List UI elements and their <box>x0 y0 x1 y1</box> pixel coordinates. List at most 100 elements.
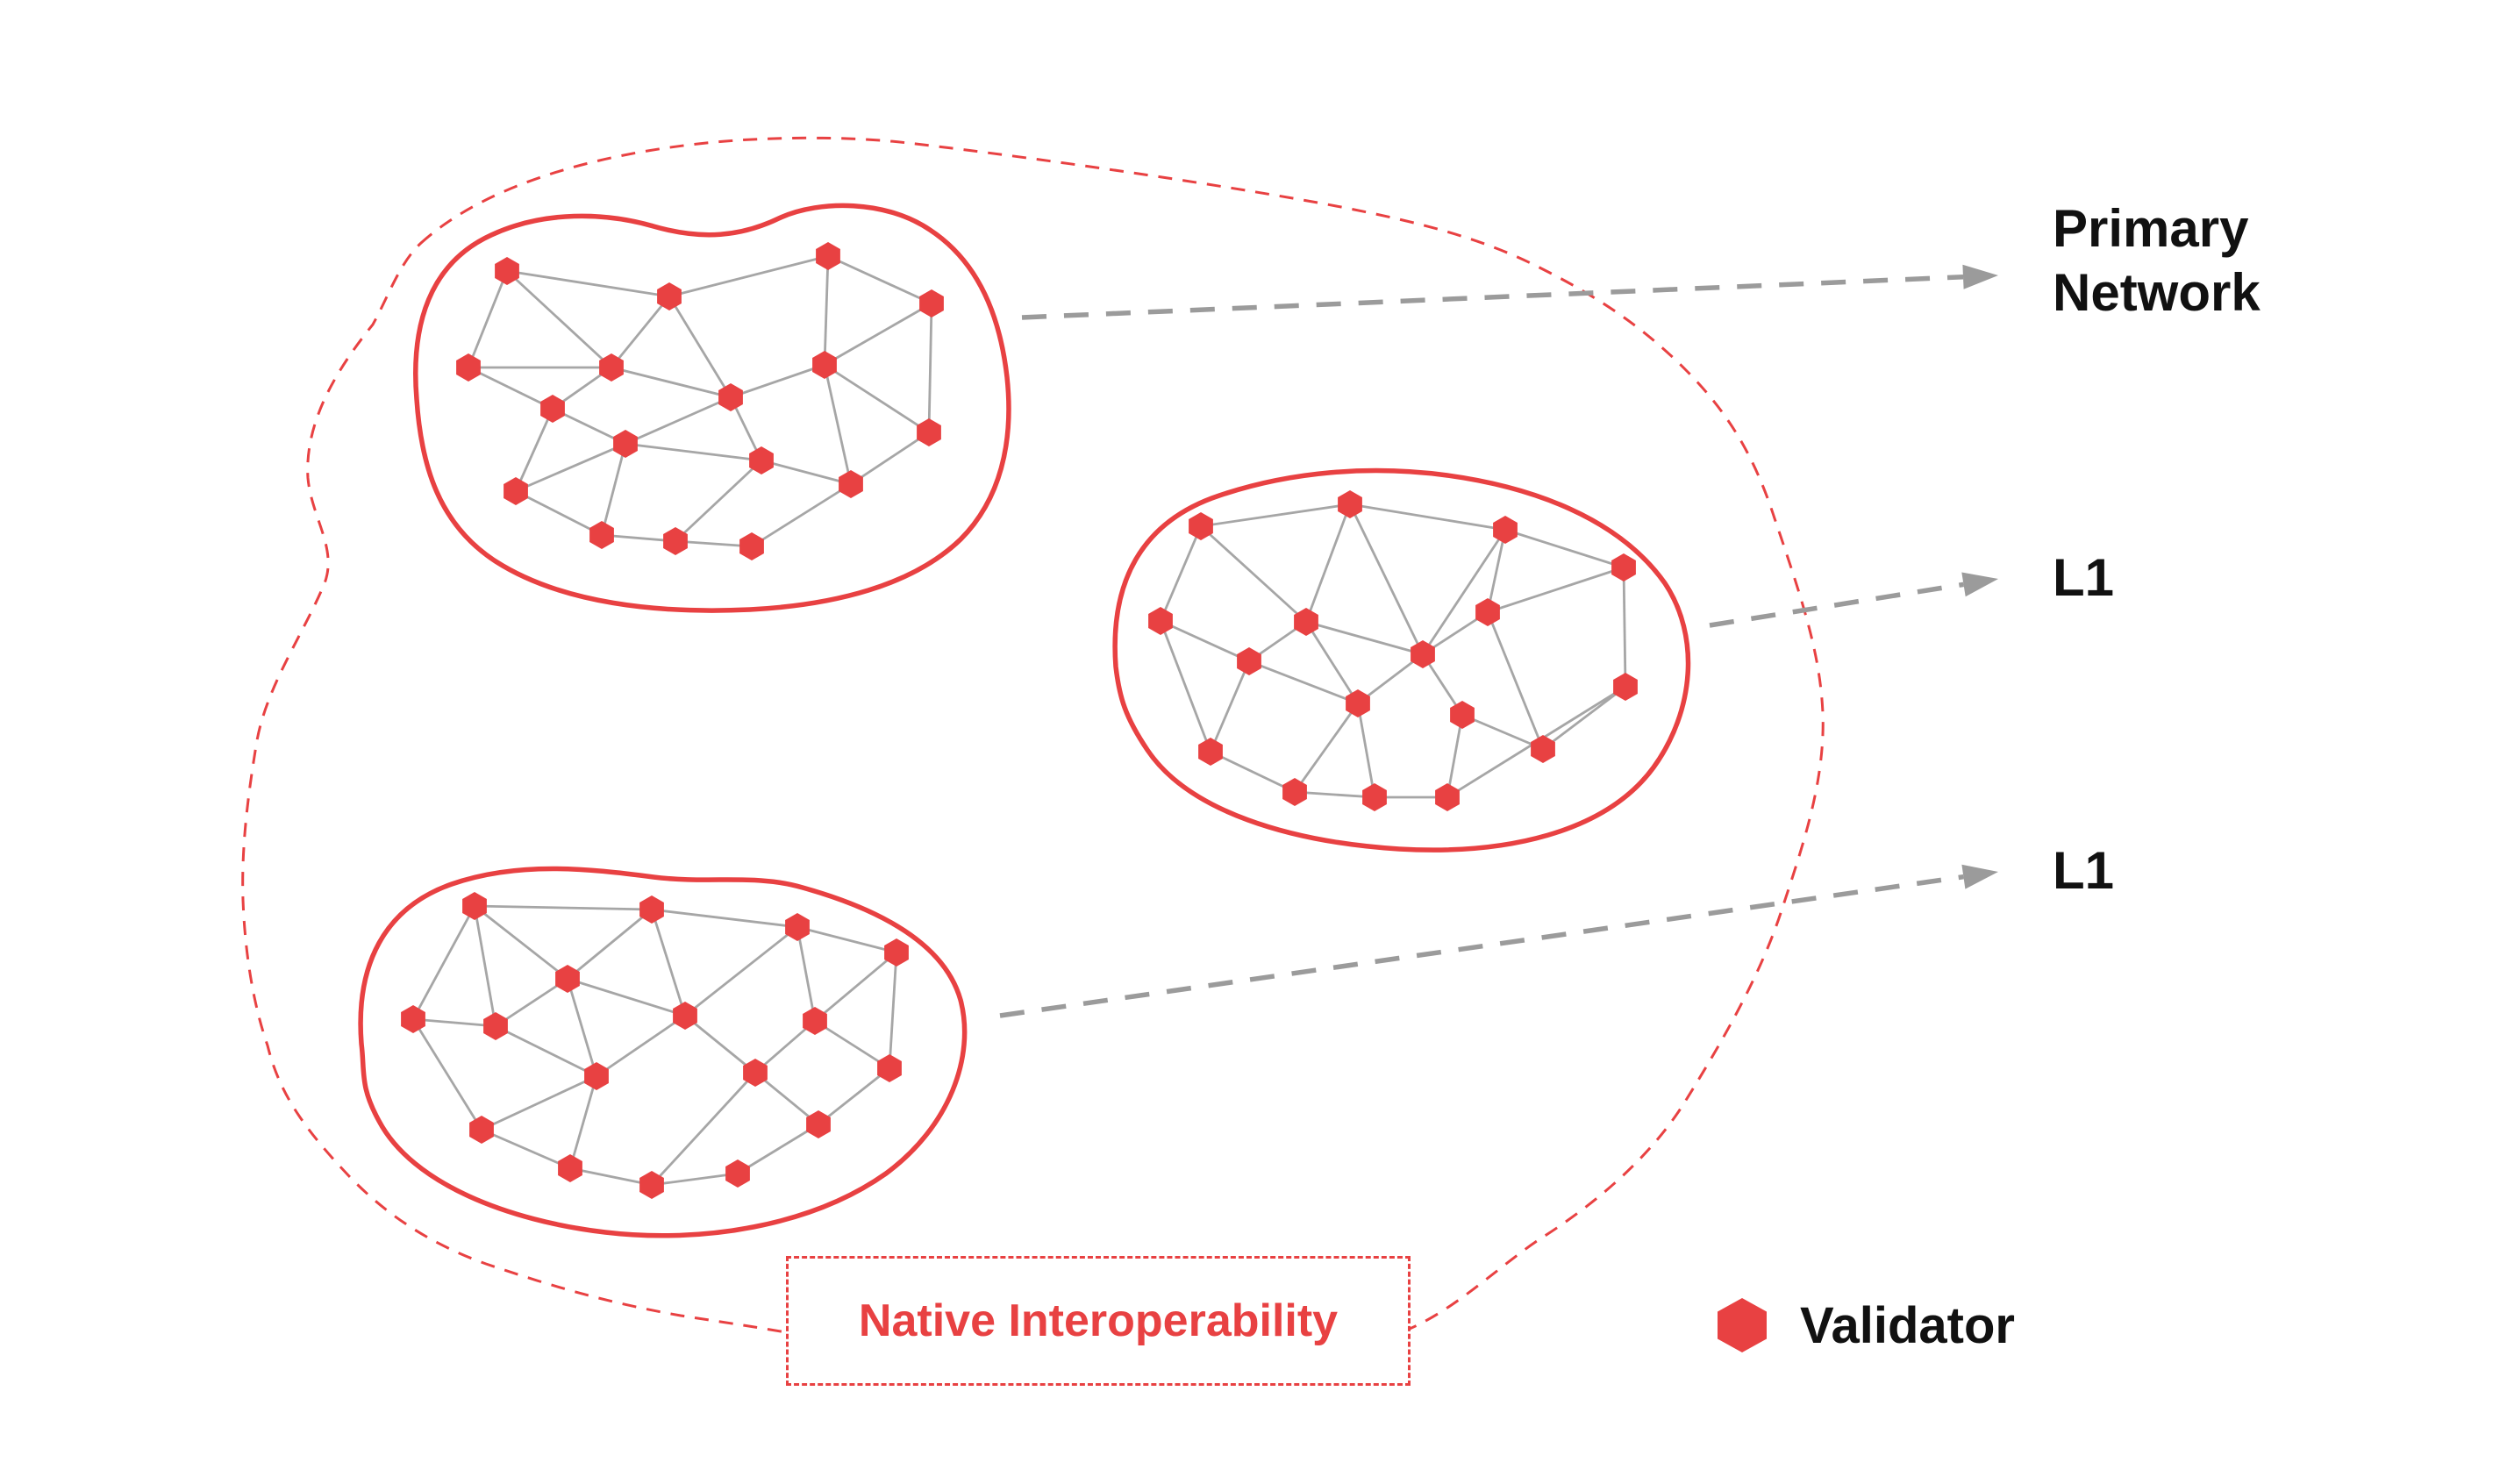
validator-node <box>558 1154 582 1182</box>
peer-link <box>850 431 930 486</box>
peer-link <box>474 904 653 911</box>
validator-node <box>725 1159 750 1188</box>
peer-link <box>761 459 852 486</box>
peer-link <box>1305 620 1424 656</box>
validator-hexagon-icon <box>1718 1298 1767 1352</box>
peer-link <box>1446 714 1464 798</box>
validator-node <box>1450 701 1475 729</box>
peer-link <box>495 1024 597 1078</box>
validator-node <box>884 938 909 967</box>
peer-link <box>601 533 676 543</box>
arrowhead-icon <box>1961 864 1998 889</box>
peer-link <box>412 1017 496 1028</box>
validator-node <box>599 353 624 382</box>
peer-link <box>730 363 825 399</box>
peer-link <box>1461 713 1544 751</box>
peer-link <box>468 366 554 410</box>
arrow-shaft <box>1709 581 1964 628</box>
validator-node <box>839 470 863 498</box>
validator-node <box>462 892 487 920</box>
peer-link <box>600 443 627 536</box>
validator-node <box>657 282 682 310</box>
validator-node <box>1435 783 1460 811</box>
peer-link <box>814 1019 890 1070</box>
validator-node <box>589 521 614 549</box>
validator-legend: Validator <box>1718 1296 2015 1354</box>
peer-link <box>611 366 732 399</box>
validator-node <box>401 1005 425 1033</box>
peer-link <box>1356 703 1376 798</box>
subnet-outline <box>1112 467 1691 853</box>
peer-link <box>754 1019 816 1074</box>
l1-label-bottom: L1 <box>2053 841 2115 900</box>
peer-link <box>814 951 897 1023</box>
peer-link <box>1421 529 1507 655</box>
validator-node <box>749 446 774 474</box>
validator-node <box>639 895 664 924</box>
peer-link <box>684 925 798 1017</box>
peer-link <box>1486 529 1507 613</box>
peer-link <box>569 1167 653 1187</box>
arrow-shaft <box>1021 274 1964 320</box>
validator-node <box>816 242 840 270</box>
peer-link <box>1304 621 1360 704</box>
l1-cluster-bottom <box>358 866 968 1238</box>
peer-link <box>596 1014 686 1078</box>
validator-node <box>613 430 638 458</box>
peer-link <box>1210 750 1296 794</box>
outer-network-boundary <box>241 136 1825 1358</box>
peer-link <box>506 269 612 369</box>
peer-link <box>473 905 497 1027</box>
validator-node <box>917 418 941 446</box>
validator-node <box>504 477 528 505</box>
peer-link <box>818 1067 890 1126</box>
peer-link <box>515 442 626 493</box>
peer-link <box>751 482 852 548</box>
validator-node <box>1198 738 1223 766</box>
validator-node <box>456 353 481 382</box>
primary-network-cluster <box>413 203 1011 613</box>
peer-link <box>737 1123 819 1175</box>
peer-link <box>927 303 933 433</box>
peer-link <box>668 296 732 398</box>
peer-link <box>651 908 798 929</box>
validator-node <box>1362 783 1387 811</box>
validator-node <box>877 1054 902 1082</box>
peer-link <box>1487 566 1625 614</box>
validator-node <box>555 965 580 993</box>
peer-link <box>754 1071 819 1126</box>
validator-node <box>1189 512 1213 540</box>
validator-node <box>1475 598 1500 626</box>
peer-link <box>610 296 671 368</box>
arrowhead-icon <box>1962 264 1998 289</box>
validator-node <box>1613 673 1638 701</box>
peer-link <box>1293 703 1360 793</box>
peer-link <box>796 925 897 954</box>
validator-node <box>1346 689 1370 717</box>
peer-link <box>1348 503 1425 655</box>
peer-link <box>1486 611 1545 750</box>
validator-node <box>1531 735 1555 763</box>
validator-node <box>785 913 810 941</box>
peer-link <box>1248 660 1359 705</box>
native-interoperability-label: Native Interoperability <box>858 1295 1339 1346</box>
validator-node <box>1493 516 1518 544</box>
peer-link <box>1349 503 1506 532</box>
peer-link <box>1504 528 1625 569</box>
validator-node <box>673 1002 697 1030</box>
peer-link <box>1159 525 1203 622</box>
peer-link <box>827 254 932 305</box>
peer-link <box>625 442 762 462</box>
validator-node <box>495 257 519 285</box>
peer-link <box>650 909 687 1017</box>
validator-node <box>584 1062 609 1090</box>
peer-link <box>1159 620 1212 753</box>
arrow-l1-middle <box>1709 572 1998 628</box>
arrow-shaft <box>999 874 1964 1018</box>
peer-link <box>1542 685 1626 751</box>
peer-link <box>650 1072 757 1186</box>
peer-link <box>495 977 568 1028</box>
arrow-primary-network <box>1021 264 1998 320</box>
